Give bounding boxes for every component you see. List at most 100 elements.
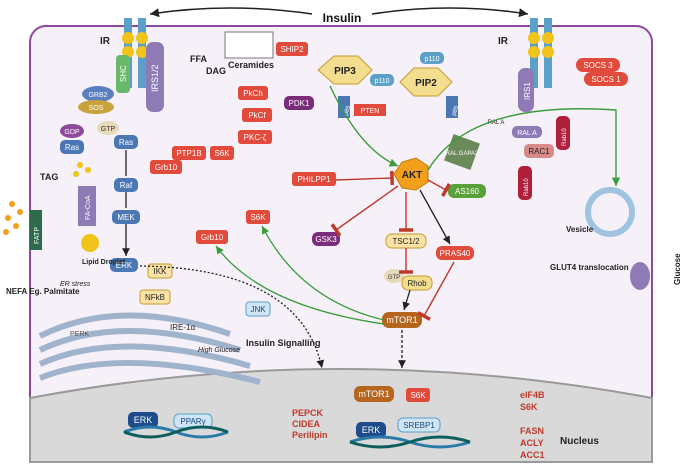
erk-nuc2-box <box>356 422 386 438</box>
p110-a-box <box>370 74 394 86</box>
raf-box <box>114 178 138 192</box>
gtp-rhob-label: GTP <box>388 275 400 281</box>
mek-box <box>112 210 140 224</box>
mtor-to-grb10 <box>215 245 385 325</box>
genes-right-2: ACLY <box>520 438 544 448</box>
genes-right-1: FASN <box>520 426 544 436</box>
gdp-label: GDP <box>64 129 80 136</box>
s6k-b-box <box>246 210 270 224</box>
srebp1-box <box>397 417 441 433</box>
mtor1-nuc-box <box>354 386 394 402</box>
genes-left-2: CIDEA <box>292 419 321 429</box>
akt-to-pras40 <box>419 189 451 245</box>
s6k-a-label: S6K <box>214 149 230 158</box>
ceramides-label: Ceramides <box>228 60 274 70</box>
glut4-transporter <box>630 262 650 290</box>
vesicle-label: Vesicle <box>566 225 594 234</box>
pkch-box <box>238 86 268 100</box>
insulin-receptor-right <box>528 18 554 88</box>
ppar-label: PPARγ <box>180 417 205 426</box>
dna-left-b <box>123 425 229 439</box>
gapa2-label: RAL GAPA2 <box>446 151 479 157</box>
as160-label: AS160 <box>455 187 480 196</box>
glut4-label: GLUT4 translocation <box>550 263 629 272</box>
ral-a2-label: RAL A <box>517 130 537 137</box>
ras-left-label: Ras <box>65 143 79 152</box>
akt-inhibit-gsk3 <box>330 185 399 237</box>
ras-right-label: Ras <box>119 138 133 147</box>
raf-label: Raf <box>120 181 133 190</box>
p110-b-label: p110 <box>424 56 439 63</box>
erk-to-nucleus <box>139 265 325 369</box>
tsc12-label: TSC1/2 <box>392 237 420 246</box>
shc-label: SHC <box>119 65 128 82</box>
pkcf-box <box>242 108 272 122</box>
grb10-a-box <box>150 160 182 174</box>
sos-label: SOS <box>89 105 104 112</box>
pdk1-box <box>284 96 314 110</box>
insulin-arrow-right <box>371 7 529 18</box>
p85-a-box <box>338 96 350 118</box>
erk-nuc1-label: ERK <box>134 415 153 425</box>
grb2-label: GRB2 <box>88 92 107 99</box>
ir-left-label: IR <box>100 36 111 47</box>
grb10-a-label: Grb10 <box>155 163 178 172</box>
high-glucose-label: High Glucose <box>198 347 240 354</box>
ffa-label: FFA <box>190 54 207 64</box>
ral-a2-box <box>512 126 542 138</box>
rab10-b-box <box>518 166 532 200</box>
insulin-signalling-label: Insulin Signalling <box>246 338 321 348</box>
pras40-label: PRAS40 <box>440 249 471 258</box>
genes-left-1: PEPCK <box>292 408 324 418</box>
ire1a-label: IRE-1α <box>170 323 195 332</box>
akt-shape <box>393 157 429 191</box>
er-stress-label: ER stress <box>60 281 91 288</box>
rhob-box <box>401 275 433 291</box>
socs3-label: SOCS 3 <box>583 61 613 70</box>
grb10-b-label: Grb10 <box>201 233 224 242</box>
mtor1-box <box>382 312 422 328</box>
ir-right-label: IR <box>498 36 509 47</box>
pip3-label: PIP3 <box>334 66 356 77</box>
ship2-box <box>276 42 308 56</box>
nfkb-box <box>139 289 171 305</box>
akt-inhibit-as160 <box>427 179 451 197</box>
ship2-label: SHIP2 <box>280 45 304 54</box>
socs3-box <box>576 58 620 72</box>
nucleus-label: Nucleus <box>560 436 599 447</box>
facoa-label: FA-CoA <box>85 195 92 220</box>
perk-label: PERK <box>70 331 89 338</box>
gdp-shape <box>60 124 84 138</box>
insulin-label: Insulin <box>323 11 362 25</box>
lipid-droplet-shape <box>81 234 99 252</box>
ras-right-box <box>114 135 138 149</box>
tag-label: TAG <box>40 172 58 182</box>
vesicle-shape <box>585 187 635 237</box>
shc-box <box>116 55 130 93</box>
genes-left-3: Perilipin <box>292 430 328 440</box>
grb2-shape <box>82 86 114 102</box>
s6k-nuc-box <box>406 388 430 402</box>
ral-a1-label: RAL A <box>488 120 505 126</box>
erk-nuc2-label: ERK <box>362 425 381 435</box>
irs1-box <box>518 68 534 112</box>
p110-a-label: p110 <box>374 78 389 85</box>
rac1-label: RAC1 <box>528 147 550 156</box>
rhob-label: Rhob <box>407 279 427 288</box>
fatp-label: FATP <box>34 227 41 244</box>
jnk-label: JNK <box>250 305 266 314</box>
pkch-label: PkCh <box>243 89 263 98</box>
ptp1b-label: PTP1B <box>176 149 201 158</box>
mtor1-nuc-label: mTOR1 <box>358 389 389 399</box>
gsk3-label: GSK3 <box>315 235 337 244</box>
p85-b-label: p85 <box>451 105 460 117</box>
ikk-label: IKK <box>154 267 168 276</box>
ceramides-box <box>224 31 274 59</box>
irs12-box <box>146 42 164 112</box>
socs1-label: SOCS 1 <box>591 75 621 84</box>
mek-label: MEK <box>117 213 135 222</box>
jnk-box <box>245 301 271 317</box>
pip3-shape <box>317 55 373 85</box>
